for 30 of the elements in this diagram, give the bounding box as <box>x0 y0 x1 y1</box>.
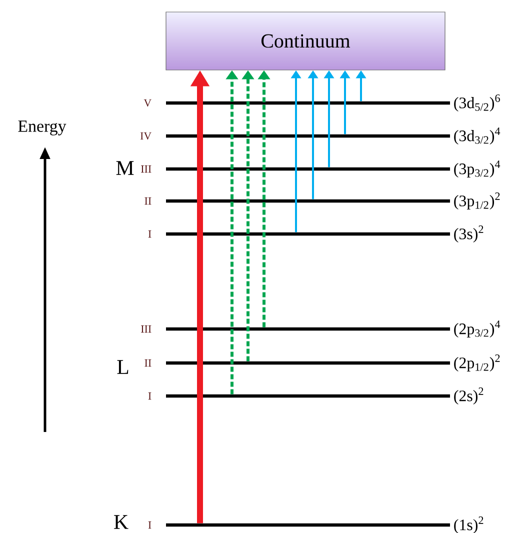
node-label: (2p$_{1/2}$)$^{2}$ <box>454 354 500 372</box>
node-label: III <box>141 325 152 333</box>
axis-label: Energy <box>18 120 66 136</box>
node-label: V <box>144 99 152 107</box>
shell-label: M <box>116 161 134 175</box>
energy-level: I (3s)$^{2}$ <box>148 225 484 242</box>
shell-label: K <box>114 515 128 529</box>
energy-level: III (2p$_{3/2}$)$^{4}$ <box>141 320 500 338</box>
energy-level: II (2p$_{1/2}$)$^{2}$ <box>144 354 500 372</box>
energy-level: III (3p$_{3/2}$)$^{4}$ <box>141 160 500 178</box>
node-label: (2s)$^{2}$ <box>454 387 484 405</box>
node-label: IV <box>140 132 152 140</box>
shell-label: L <box>117 360 128 374</box>
continuum-box: Continuum <box>166 12 446 70</box>
energy-level: II (3p$_{1/2}$)$^{2}$ <box>144 192 500 210</box>
node-label: (3p$_{3/2}$)$^{4}$ <box>454 160 500 178</box>
node-label: I <box>148 392 152 400</box>
node-label: II <box>144 197 152 205</box>
node-label: (3p$_{1/2}$)$^{2}$ <box>454 192 500 210</box>
node-label: (3s)$^{2}$ <box>454 225 484 243</box>
node-label: III <box>141 165 152 173</box>
node-label: I <box>148 521 152 529</box>
node-label: (3d$_{5/2}$)$^{6}$ <box>454 94 500 112</box>
node-label: I <box>148 230 152 238</box>
energy-level: IV (3d$_{3/2}$)$^{4}$ <box>140 128 500 144</box>
node-label: (2p$_{3/2}$)$^{4}$ <box>454 320 500 338</box>
energy-level: V (3d$_{5/2}$)$^{6}$ <box>144 94 500 112</box>
energy-level: I (2s)$^{2}$ <box>148 387 484 405</box>
node-label: II <box>144 359 152 367</box>
node-label: (3d$_{3/2}$)$^{4}$ <box>454 128 500 144</box>
